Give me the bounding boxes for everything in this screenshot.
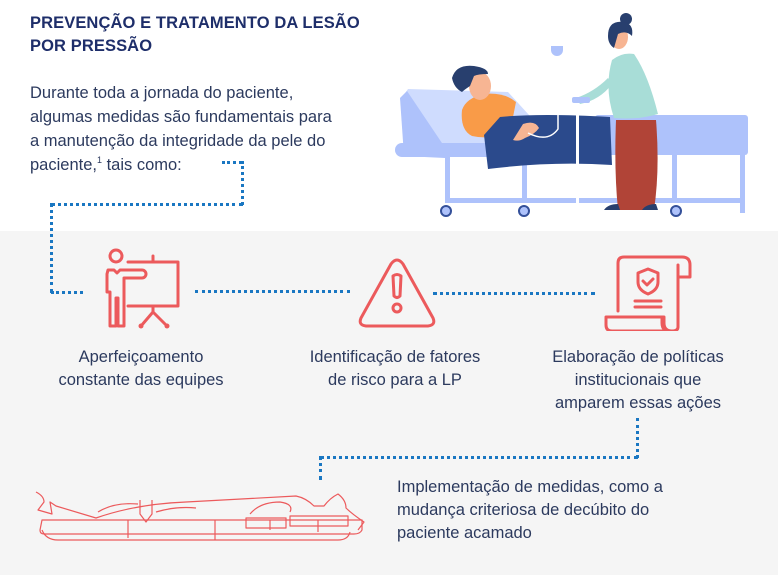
caption-line: Elaboração de políticas bbox=[552, 348, 724, 366]
connector-dotted-line bbox=[320, 456, 638, 459]
step-caption-risk-factors: Identificação de fatores de risco para a… bbox=[285, 346, 505, 392]
patient-lying-on-mattress-icon bbox=[35, 491, 365, 541]
steps-section-background bbox=[0, 231, 778, 575]
step-caption-team-training: Aperfeiçoamento constante das equipes bbox=[40, 346, 242, 392]
connector-dotted-line bbox=[51, 203, 243, 206]
caption-line: Identificação de fatores bbox=[309, 348, 481, 366]
connector-dotted-line bbox=[241, 161, 244, 205]
intro-line: tais como: bbox=[101, 156, 182, 174]
step-caption-decubitus-change: Implementação de medidas, como a mudança… bbox=[397, 476, 737, 545]
hospital-scene-illustration bbox=[395, 13, 748, 217]
caption-line: constante das equipes bbox=[58, 371, 224, 389]
title-line-1: PREVENÇÃO E TRATAMENTO DA LESÃO bbox=[30, 14, 360, 32]
connector-dotted-line bbox=[636, 418, 639, 458]
page-title: PREVENÇÃO E TRATAMENTO DA LESÃO POR PRES… bbox=[30, 12, 390, 58]
caption-line: amparem essas ações bbox=[555, 394, 721, 412]
connector-dotted-line bbox=[51, 291, 83, 294]
step-caption-institutional-policies: Elaboração de políticas institucionais q… bbox=[528, 346, 748, 415]
caption-line: mudança criteriosa de decúbito do bbox=[397, 501, 650, 519]
iv-bulb-icon bbox=[551, 46, 563, 56]
caption-line: de risco para a LP bbox=[328, 371, 462, 389]
caption-line: Aperfeiçoamento bbox=[78, 348, 204, 366]
intro-paragraph: Durante toda a jornada do paciente, algu… bbox=[30, 81, 390, 177]
caption-line: institucionais que bbox=[574, 371, 702, 389]
intro-line: a manutenção da integridade da pele do bbox=[30, 132, 326, 150]
connector-dotted-line bbox=[433, 292, 595, 295]
intro-line: paciente, bbox=[30, 156, 97, 174]
caption-line: paciente acamado bbox=[397, 524, 532, 542]
connector-dotted-line bbox=[319, 456, 322, 480]
warning-triangle-icon bbox=[358, 258, 436, 328]
policy-scroll-shield-icon bbox=[604, 255, 692, 331]
connector-dotted-line bbox=[222, 161, 242, 164]
intro-line: Durante toda a jornada do paciente, bbox=[30, 84, 294, 102]
connector-dotted-line bbox=[50, 203, 53, 293]
title-line-2: POR PRESSÃO bbox=[30, 37, 153, 55]
presentation-teacher-icon bbox=[105, 248, 180, 329]
caption-line: Implementação de medidas, como a bbox=[397, 478, 663, 496]
footnote-reference: 1 bbox=[96, 155, 102, 165]
connector-dotted-line bbox=[195, 290, 350, 293]
intro-line: algumas medidas são fundamentais para bbox=[30, 108, 332, 126]
